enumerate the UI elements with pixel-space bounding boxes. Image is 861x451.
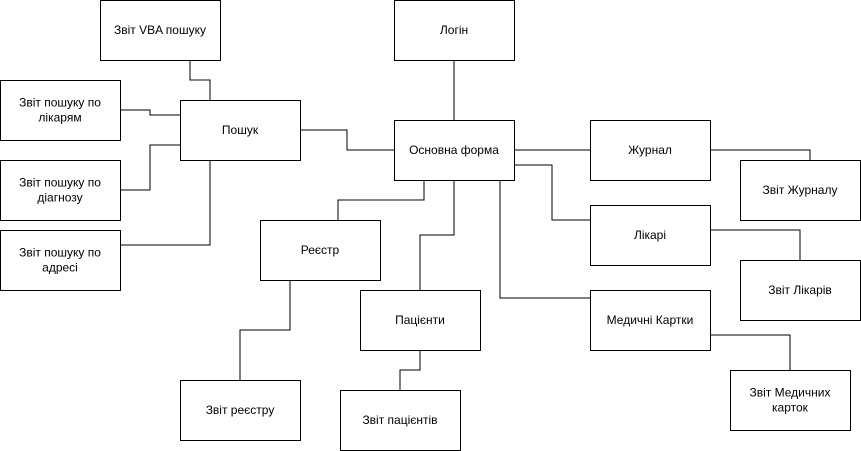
node-main-label: Основна форма <box>409 143 499 157</box>
edge-doctors-search-search <box>120 109 180 116</box>
node-med-cards-report-label: карток <box>772 401 809 415</box>
edge-main-patients <box>419 180 455 290</box>
node-registry-report: Звіт реєстру <box>180 380 301 441</box>
edge-diagnosis-search-search <box>120 144 180 191</box>
node-journal-report-box <box>740 160 861 221</box>
node-journal-report: Звіт Журналу <box>740 160 861 221</box>
node-journal-report-label: Звіт Журналу <box>763 183 838 197</box>
node-med-cards-label: Медичні Картки <box>607 313 694 327</box>
edge-patients-report <box>399 350 421 390</box>
edge-registry-report <box>239 280 291 380</box>
node-patients-report: Звіт пацієнтів <box>340 390 461 451</box>
node-doctors-report-label: Звіт Лікарів <box>768 283 832 297</box>
node-search-label: Пошук <box>222 123 259 137</box>
node-vba-label: Звіт VBA пошуку <box>114 23 206 37</box>
edge-main-doctors <box>514 164 590 221</box>
edge-journal-report <box>710 149 811 160</box>
node-registry-label: Реєстр <box>301 243 340 257</box>
node-patients: Пацієнти <box>360 290 481 351</box>
node-doctors-search-box <box>0 80 121 141</box>
node-diagnosis-search-label: діагнозу <box>37 191 82 205</box>
node-registry-box <box>260 220 381 281</box>
node-patients-report-box <box>340 390 461 451</box>
node-login-box <box>394 0 515 61</box>
edge-vba-search <box>189 60 211 100</box>
edge-search-main <box>300 129 394 151</box>
node-patients-report-label: Звіт пацієнтів <box>362 413 437 427</box>
node-main: Основна форма <box>394 120 515 181</box>
connectors <box>120 60 811 390</box>
node-doctors-label: Лікарі <box>634 228 666 242</box>
node-journal-box <box>590 120 711 181</box>
node-doctors-report: Звіт Лікарів <box>740 260 861 321</box>
node-diagnosis-search-label: Звіт пошуку по <box>19 176 101 190</box>
node-doctors: Лікарі <box>590 205 711 266</box>
node-search-box <box>180 100 301 161</box>
node-main-box <box>394 120 515 181</box>
node-patients-box <box>360 290 481 351</box>
node-doctors-search-label: Звіт пошуку по <box>19 96 101 110</box>
node-med-cards-box <box>590 290 711 351</box>
node-med-cards-report-box <box>730 370 851 431</box>
node-journal-label: Журнал <box>628 143 672 157</box>
node-doctors-box <box>590 205 711 266</box>
edge-address-search-search <box>120 160 211 246</box>
node-vba-box <box>100 0 221 61</box>
node-search: Пошук <box>180 100 301 161</box>
node-address-search-label: Звіт пошуку по <box>19 246 101 260</box>
edge-doctors-report <box>710 229 801 260</box>
node-patients-label: Пацієнти <box>395 313 445 327</box>
node-med-cards-report-label: Звіт Медичних <box>750 386 831 400</box>
node-login: Логін <box>394 0 515 61</box>
node-address-search-label: адресі <box>42 261 78 275</box>
node-diagnosis-search-box <box>0 160 121 221</box>
node-doctors-report-box <box>740 260 861 321</box>
edge-main-med-cards <box>499 180 590 299</box>
edge-main-registry <box>337 180 425 220</box>
node-doctors-search-label: лікарям <box>38 111 81 125</box>
node-registry-report-box <box>180 380 301 441</box>
node-journal: Журнал <box>590 120 711 181</box>
node-vba: Звіт VBA пошуку <box>100 0 221 61</box>
node-address-search-box <box>0 230 121 291</box>
edge-med-cards-report <box>710 334 791 370</box>
node-med-cards: Медичні Картки <box>590 290 711 351</box>
node-registry-report-label: Звіт реєстру <box>206 403 275 417</box>
node-login-label: Логін <box>440 23 468 37</box>
node-registry: Реєстр <box>260 220 381 281</box>
